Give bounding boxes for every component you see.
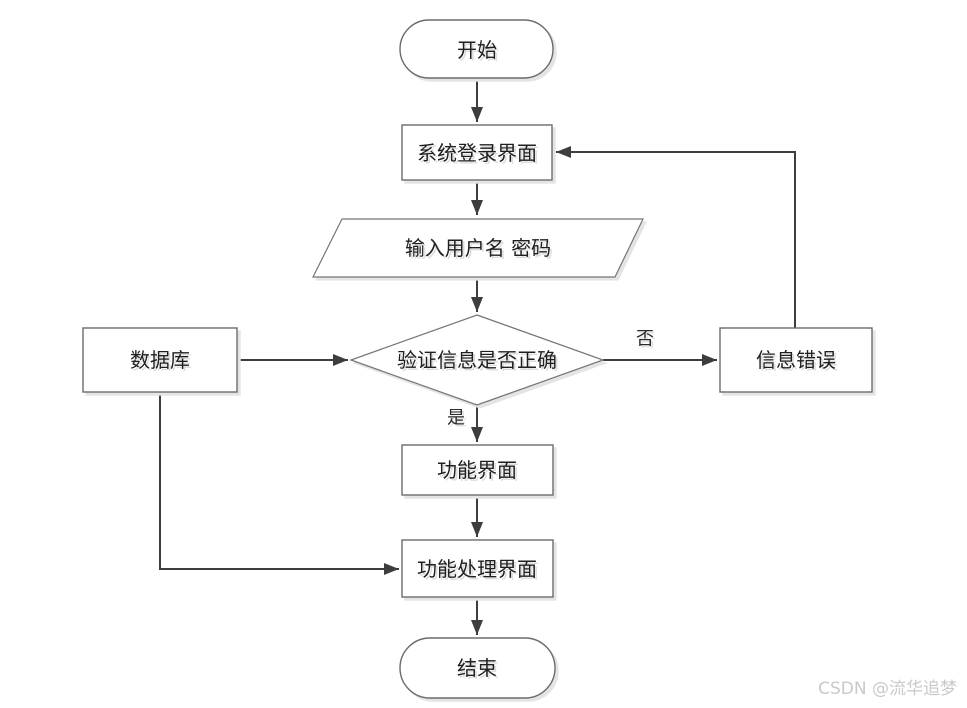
input-parallelogram xyxy=(312,218,644,278)
login-process-box xyxy=(401,124,553,181)
edge-label-yes: 是 xyxy=(447,408,465,429)
error-label: 信息错误 xyxy=(756,348,836,372)
error-box xyxy=(719,327,873,393)
function-process-label: 功能处理界面 xyxy=(417,557,537,581)
login-label: 系统登录界面 xyxy=(417,141,537,165)
verify-decision-diamond xyxy=(349,314,605,406)
function-label: 功能界面 xyxy=(437,458,517,482)
verify-label: 验证信息是否正确 xyxy=(397,348,557,372)
arrow-error-back-to-login xyxy=(556,146,796,328)
function-box xyxy=(401,444,554,496)
start-label: 开始 xyxy=(457,38,497,62)
start-terminator xyxy=(399,19,554,79)
input-label: 输入用户名 密码 xyxy=(405,236,551,260)
edge-label-no: 否 xyxy=(636,329,654,350)
database-box xyxy=(82,327,238,393)
arrow-database-to-process xyxy=(159,392,399,575)
end-terminator xyxy=(399,637,556,699)
csdn-watermark: CSDN @流华追梦 xyxy=(818,679,957,699)
function-process-box xyxy=(401,539,554,598)
end-label: 结束 xyxy=(457,656,497,680)
database-label: 数据库 xyxy=(130,348,190,372)
